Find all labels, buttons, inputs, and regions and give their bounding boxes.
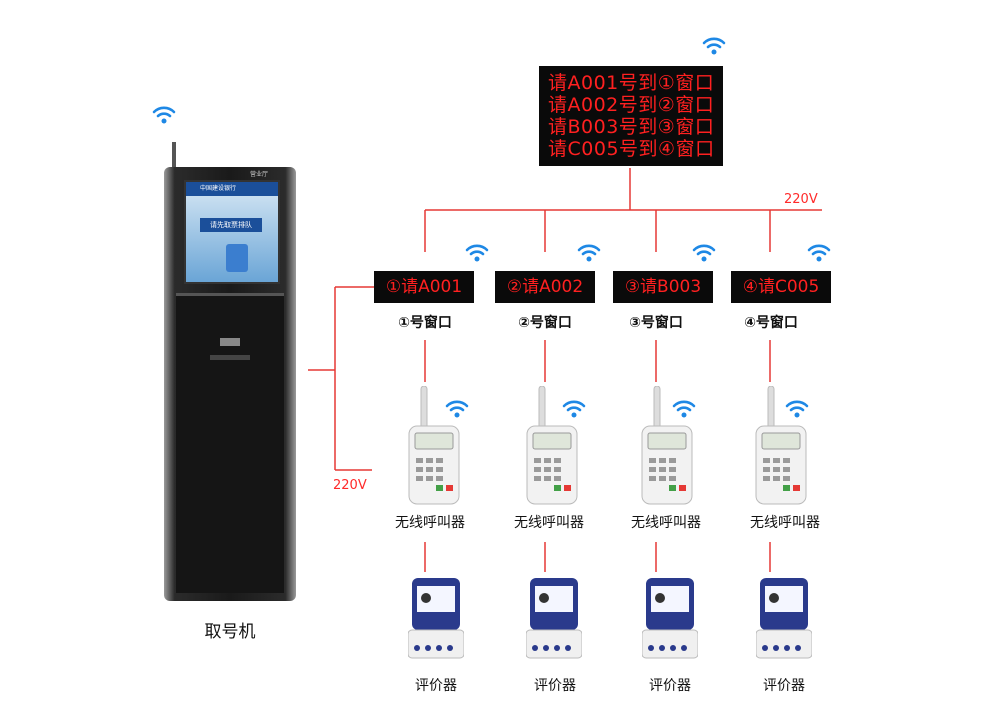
caller-label: 无线呼叫器	[514, 515, 584, 531]
window-led-display: ②请A002	[495, 271, 595, 303]
evaluator-label: 评价器	[415, 678, 457, 694]
wifi-icon	[445, 400, 469, 418]
building-image	[226, 244, 248, 272]
power-label-top: 220V	[784, 192, 818, 207]
window-label: ④号窗口	[744, 315, 798, 331]
evaluator-label: 评价器	[649, 678, 691, 694]
kiosk: 中国建设银行 请先取票排队 营业厅	[162, 163, 298, 603]
main-display-line-1: 请A001号到①窗口	[548, 72, 715, 94]
wifi-icon	[785, 400, 809, 418]
window-label: ①号窗口	[398, 315, 452, 331]
wireless-caller	[408, 386, 460, 505]
window-label: ②号窗口	[518, 315, 572, 331]
window-display-text: ④请C005	[742, 277, 820, 297]
power-label-left: 220V	[333, 478, 367, 493]
wifi-icon	[562, 400, 586, 418]
kiosk-label: 取号机	[204, 622, 256, 642]
window-label: ③号窗口	[629, 315, 683, 331]
caller-label: 无线呼叫器	[750, 515, 820, 531]
main-display-line-3: 请B003号到③窗口	[548, 116, 715, 138]
wifi-icon	[692, 244, 716, 262]
kiosk-screen-header: 中国建设银行	[186, 182, 278, 196]
evaluator-device	[408, 578, 464, 659]
window-display-text: ①请A001	[385, 277, 463, 297]
evaluator-label: 评价器	[534, 678, 576, 694]
kiosk-logo: 营业厅	[250, 171, 269, 178]
evaluator-device	[756, 578, 812, 659]
caller-label: 无线呼叫器	[395, 515, 465, 531]
wireless-caller	[641, 386, 693, 505]
wifi-icon	[465, 244, 489, 262]
window-led-display: ③请B003	[613, 271, 713, 303]
wifi-icon	[152, 106, 176, 124]
window-led-display: ①请A001	[374, 271, 474, 303]
main-led-display: 请A001号到①窗口 请A002号到②窗口 请B003号到③窗口 请C005号到…	[539, 66, 723, 166]
wifi-icon	[577, 244, 601, 262]
evaluator-device	[526, 578, 582, 659]
kiosk-ticket-button: 请先取票排队	[200, 218, 262, 232]
kiosk-antenna	[172, 142, 176, 167]
evaluator-device	[642, 578, 698, 659]
wireless-caller	[755, 386, 807, 505]
evaluator-label: 评价器	[763, 678, 805, 694]
wifi-icon	[807, 244, 831, 262]
wifi-icon	[672, 400, 696, 418]
window-led-display: ④请C005	[731, 271, 831, 303]
wifi-icon	[702, 37, 726, 55]
caller-label: 无线呼叫器	[631, 515, 701, 531]
window-display-text: ②请A002	[506, 277, 584, 297]
main-display-line-2: 请A002号到②窗口	[548, 94, 715, 116]
wireless-caller	[526, 386, 578, 505]
kiosk-screen: 中国建设银行 请先取票排队	[184, 180, 280, 284]
main-display-line-4: 请C005号到④窗口	[548, 138, 715, 160]
window-display-text: ③请B003	[624, 277, 702, 297]
